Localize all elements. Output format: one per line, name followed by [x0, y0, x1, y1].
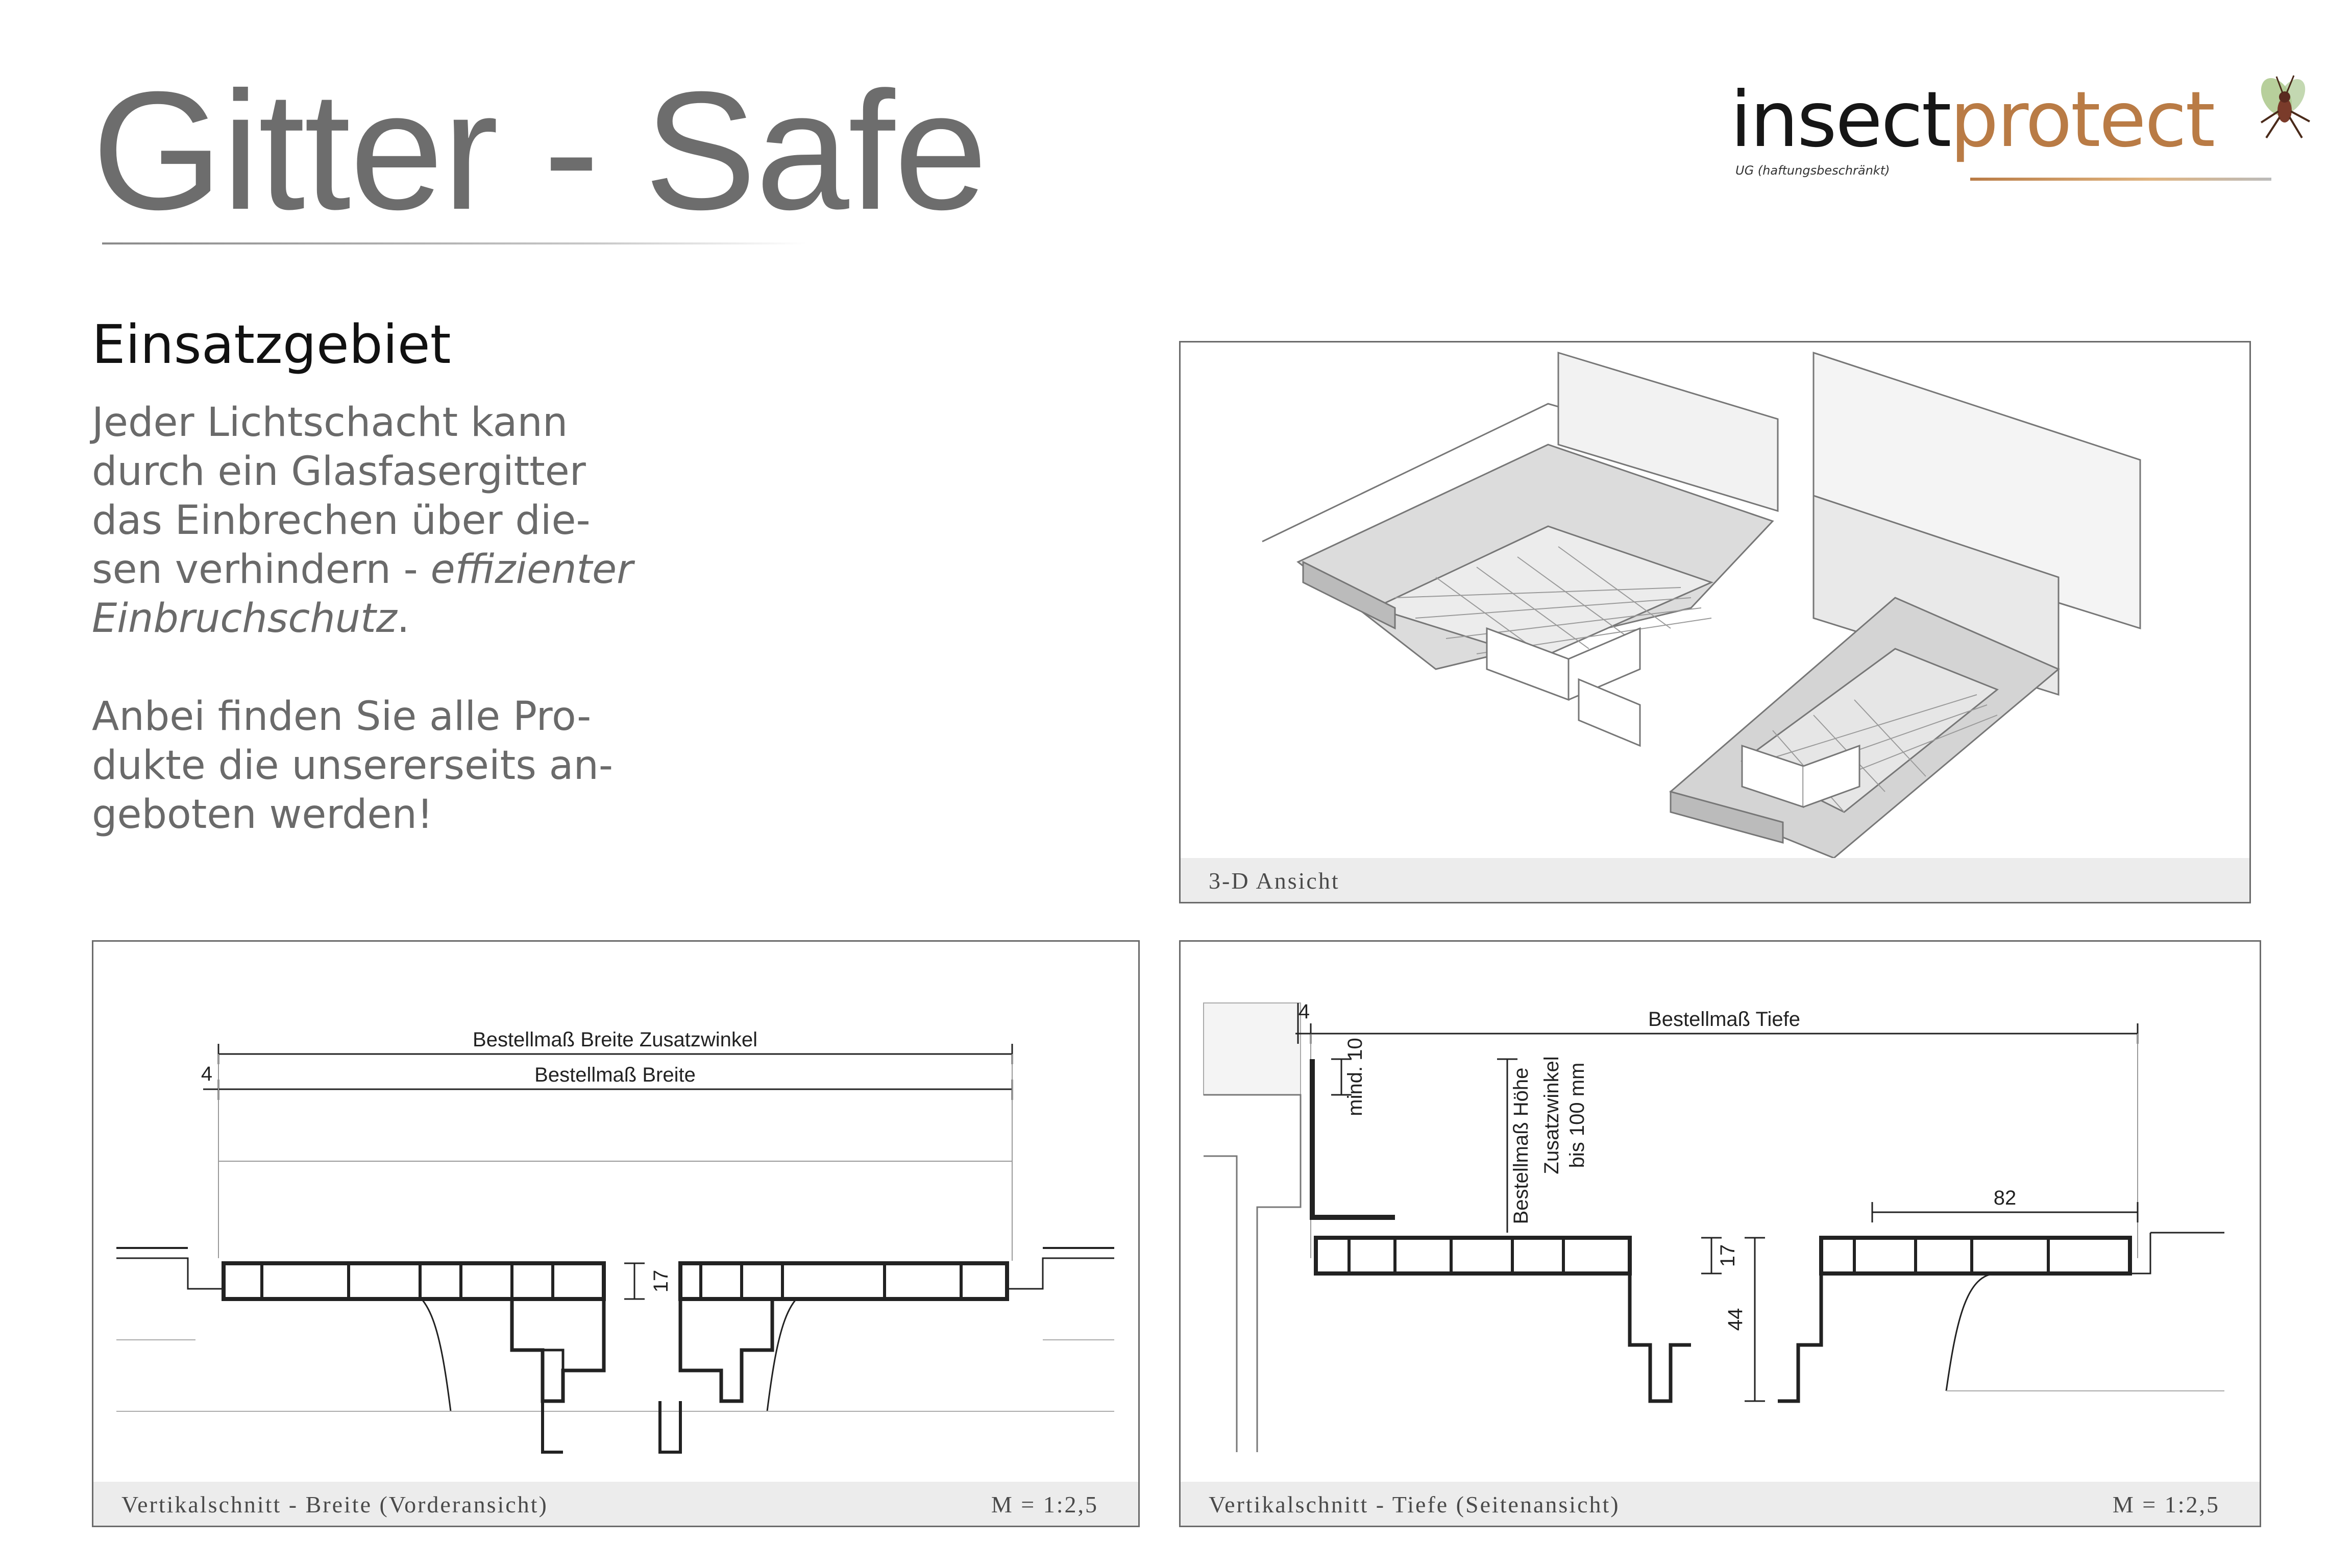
width-section-drawing: Bestellmaß Breite Zusatzwinkel Bestellma…: [116, 1028, 1114, 1454]
intro-line: dukte die unsererseits an-: [92, 743, 614, 789]
dim-label-44: 44: [1724, 1308, 1747, 1331]
logo-subtitle: UG (haftungsbeschränkt): [1735, 163, 1890, 178]
logo-wordmark: insectprotect: [1730, 82, 2215, 158]
page-title: Gitter - Safe: [92, 56, 988, 244]
intro-line: Anbei finden Sie alle Pro-: [92, 694, 592, 740]
section-heading: Einsatzgebiet: [92, 313, 451, 376]
logo-word-insect: insect: [1730, 76, 1951, 164]
caption-label: Vertikalschnitt - Tiefe (Seitenansicht): [1209, 1491, 1620, 1517]
dim-label-17: 17: [650, 1270, 672, 1293]
dim-label-total: Bestellmaß Breite Zusatzwinkel: [473, 1028, 757, 1051]
dim-label-hoehe: Bestellmaß Höhe: [1510, 1068, 1532, 1224]
panel-caption: Vertikalschnitt - Tiefe (Seitenansicht) …: [1181, 1482, 2260, 1526]
dim-label-82: 82: [1994, 1187, 2017, 1209]
brand-logo: insectprotect UG (haftungsbeschränkt): [1730, 66, 2317, 194]
dim-label-4: 4: [1298, 1000, 1310, 1023]
intro-line: durch ein Glasfasergitter: [92, 449, 586, 495]
intro-emphasis: Einbruchschutz: [92, 596, 397, 642]
intro-line: das Einbrechen über die-: [92, 498, 591, 544]
intro-emphasis: effizienter: [430, 547, 633, 593]
dim-label-4: 4: [201, 1063, 212, 1085]
intro-line: .: [397, 596, 410, 642]
panel-caption: 3-D Ansicht: [1181, 858, 2249, 902]
dim-label-mind: mind. 10: [1344, 1038, 1366, 1116]
dim-label-zusatzwinkel: Zusatzwinkel: [1540, 1056, 1563, 1174]
dim-label-17: 17: [1717, 1244, 1739, 1267]
scale-label: M = 1:2,5: [2112, 1491, 2220, 1517]
intro-line: Jeder Lichtschacht kann: [92, 400, 568, 446]
panel-3d-view: 3-D Ansicht: [1179, 341, 2251, 903]
panel-caption: Vertikalschnitt - Breite (Vorderansicht)…: [93, 1482, 1138, 1526]
caption-label: Vertikalschnitt - Breite (Vorderansicht): [121, 1491, 548, 1517]
intro-paragraph-2: Anbei finden Sie alle Pro-dukte die unse…: [92, 692, 735, 839]
title-underline: [102, 242, 806, 244]
logo-underline: [1970, 178, 2271, 181]
intro-line: sen verhindern -: [92, 547, 431, 593]
scale-label: M = 1:2,5: [991, 1491, 1098, 1517]
dim-label-tiefe: Bestellmaß Tiefe: [1648, 1008, 1800, 1031]
insect-icon: [2260, 75, 2310, 139]
caption-label: 3-D Ansicht: [1209, 868, 1340, 894]
panel-section-depth: Bestellmaß Tiefe 4 mind. 10 Bestellmaß H…: [1179, 940, 2261, 1527]
isometric-drawing: [1262, 351, 2141, 858]
dim-label-breite: Bestellmaß Breite: [534, 1064, 696, 1086]
intro-line: geboten werden!: [92, 792, 433, 838]
depth-section-drawing: Bestellmaß Tiefe 4 mind. 10 Bestellmaß H…: [1203, 1000, 2224, 1452]
panel-section-width: Bestellmaß Breite Zusatzwinkel Bestellma…: [92, 940, 1140, 1527]
dim-label-bis-100: bis 100 mm: [1566, 1063, 1588, 1168]
logo-word-protect: protect: [1950, 76, 2215, 164]
